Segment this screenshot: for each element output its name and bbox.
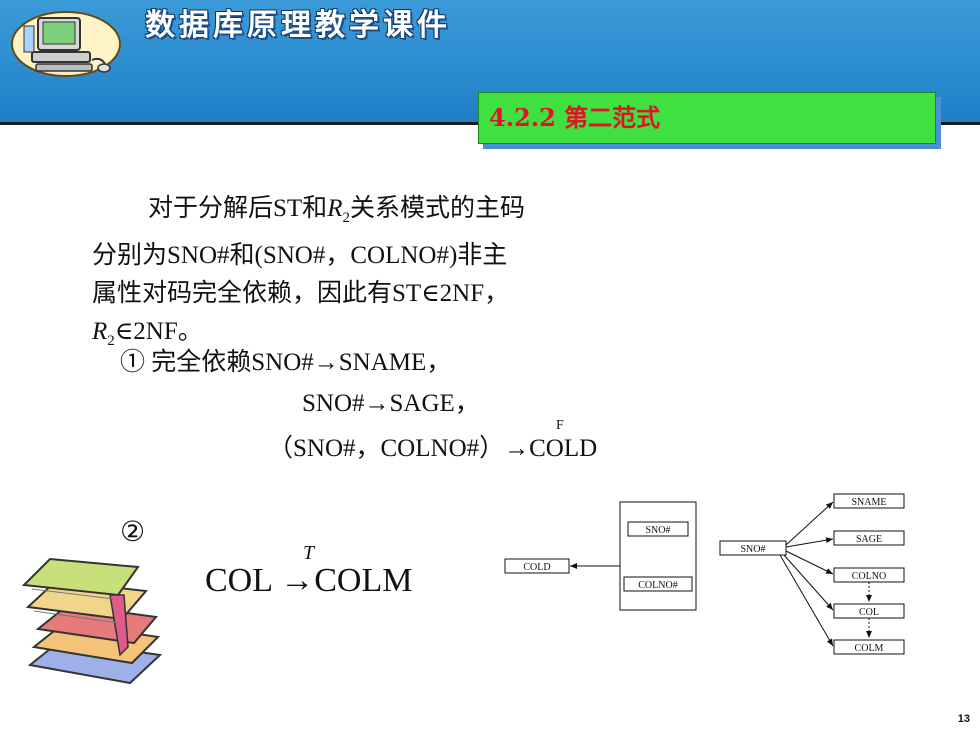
section-title-badge: 4.2.2 第二范式: [478, 92, 936, 144]
page-number: 13: [957, 713, 970, 725]
t-label: T: [303, 542, 315, 564]
sno-box: [719, 540, 787, 556]
course-title: 数据库原理教学课件: [145, 8, 451, 43]
p1-text-b: 关系模式的主码: [349, 195, 525, 222]
arrow-colno: [785, 550, 834, 575]
sno-inner-label: SNO#: [645, 525, 670, 536]
sname-box: [833, 493, 905, 509]
paragraph-1: 对于分解后ST和R2关系模式的主码 分别为SNO#和(SNO#，COLNO#)非…: [92, 190, 652, 360]
item1-line3: （SNO#，COLNO#）→COLD: [268, 435, 598, 462]
colno-inner-box: [623, 576, 693, 592]
colno-inner-label: COLNO#: [638, 580, 677, 591]
sno-label: SNO#: [740, 544, 765, 555]
item1-line2: SNO#→SAGE，: [302, 390, 480, 417]
f-label: F: [556, 418, 564, 433]
key-container: [619, 501, 697, 611]
p1-r: R: [327, 195, 343, 222]
p3-text: 属性对码完全依赖，因此有ST∈2NF，: [92, 280, 510, 307]
sname-label: SNAME: [851, 497, 886, 508]
arrow-sname: [785, 501, 834, 546]
section-title: 4.2.2 第二范式: [489, 103, 661, 132]
dependency-diagram: COLD SNO# COLNO# SNO# SNAME SAGE COLNO C…: [504, 493, 905, 655]
item2-lead: ②: [120, 517, 146, 548]
arrow-colm: [779, 554, 834, 647]
arrow-sage: [785, 537, 834, 548]
p1-sub: 2: [342, 210, 350, 226]
sno-inner-box: [627, 521, 689, 537]
p2-text: 分别为SNO#和(SNO#，COLNO#)非主: [92, 242, 508, 269]
sage-box: [833, 530, 905, 546]
col-colm-formula: COL →COLM: [205, 562, 413, 599]
computer-logo-icon: [11, 11, 121, 77]
cold-box: [504, 558, 570, 574]
item1-lead: ① 完全依赖SNO#→SNAME，: [120, 349, 452, 376]
colno-label: COLNO: [852, 571, 886, 582]
colm-box: [833, 639, 905, 655]
p4-text: ∈2NF。: [114, 318, 203, 345]
books-clipart-icon: [21, 557, 163, 685]
p1-text-a: 对于分解后ST和: [148, 195, 328, 222]
arrow-col: [783, 554, 834, 611]
sage-label: SAGE: [856, 534, 882, 545]
cold-label: COLD: [523, 562, 550, 573]
col-label: COL: [859, 607, 879, 618]
colm-label: COLM: [855, 643, 884, 654]
p4-r: R: [92, 318, 108, 345]
p4-sub: 2: [107, 333, 115, 349]
